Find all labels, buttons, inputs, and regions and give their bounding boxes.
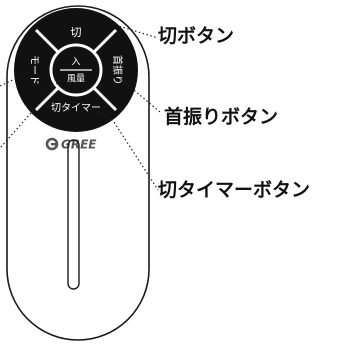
on-button-label: 入: [71, 57, 80, 68]
leader-swing: [121, 79, 161, 113]
leader-center-left: [0, 79, 61, 149]
off-button-annotation: 切ボタン: [158, 25, 235, 47]
off-button-label: 切: [71, 26, 82, 39]
fan-speed-label: 風量: [67, 74, 85, 85]
swing-button-annotation: 首振りボタン: [164, 106, 279, 128]
leader-timer: [97, 110, 159, 191]
swing-button-label: 首振り: [111, 55, 124, 85]
leader-lines: [0, 23, 161, 191]
timer-button-label: 切タイマー: [51, 102, 101, 114]
timer-button-annotation: 切タイマーボタン: [158, 179, 311, 201]
gree-logo-icon-bar: [51, 143, 58, 146]
leader-off: [111, 23, 159, 39]
remote-slot: [67, 139, 80, 290]
